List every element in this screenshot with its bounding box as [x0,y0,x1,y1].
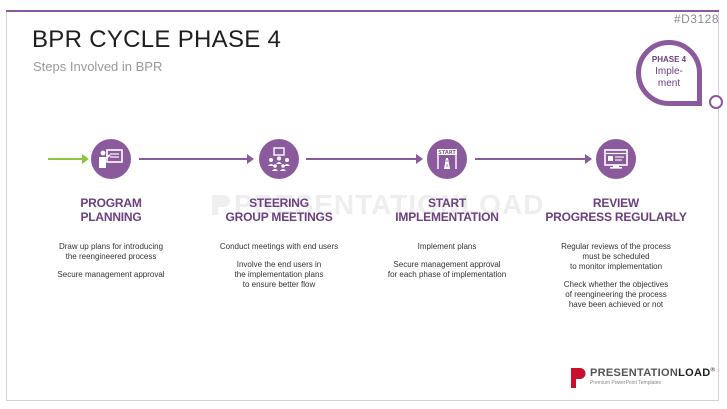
connector-arrowhead-1 [247,154,254,164]
logo-registered: ® [710,367,716,374]
step-3-description: Implement plans Secure management approv… [357,242,537,288]
step-4-description: Regular reviews of the process must be s… [526,242,706,318]
connector-line-1 [139,158,247,160]
phase-badge: PHASE 4 Imple- ment [636,40,702,106]
start-sign-text: START [438,150,456,156]
logo-name-bold: LOAD [678,367,711,379]
step-3-circle: START [427,139,467,179]
planning-board-icon [99,149,123,168]
step-3-title: START IMPLEMENTATION [395,196,499,224]
step-4-desc-2: Check whether the objectives of reengine… [563,280,669,309]
step-4-title: REVIEW PROGRESS REGULARLY [545,196,687,224]
logo-name-light: PRESENTATION [590,367,679,379]
step-4-circle [596,139,636,179]
logo-mark-icon [571,368,586,388]
step-2-circle [259,139,299,179]
step-2-title: STEERING GROUP MEETINGS [225,196,333,224]
watermark-text: PRESENTATIONLOAD [234,189,545,220]
connector-line-3 [475,158,585,160]
step-1-title: PROGRAM PLANNING [80,196,142,224]
presentationload-logo: PRESENTATIONLOAD® Premium PowerPoint Tem… [570,365,715,389]
lead-in-line [48,158,82,160]
page-subtitle: Steps Involved in BPR [33,59,163,74]
watermark-logo-icon [212,195,230,215]
step-3-desc-2: Secure management approval for each phas… [387,260,507,279]
group-meeting-icon [268,147,290,171]
logo-tagline: Premium PowerPoint Templates [590,380,662,386]
page-title: BPR CYCLE PHASE 4 [32,26,282,53]
lead-in-arrowhead [82,154,89,164]
step-4-desc-1: Regular reviews of the process must be s… [561,242,671,271]
connector-arrowhead-2 [416,154,423,164]
step-2-desc-2: Involve the end users in the implementat… [234,260,324,289]
phase-badge-text: Imple- ment [655,66,683,89]
frame-accent-line [6,10,719,12]
phase-badge-label: PHASE 4 [651,55,687,64]
step-1-circle [91,139,131,179]
step-1-description: Draw up plans for introducing the reengi… [21,242,201,288]
connector-arrowhead-3 [585,154,592,164]
logo-name: PRESENTATIONLOAD® [590,367,715,379]
connector-line-2 [306,158,416,160]
page-code: #D3128 [673,12,719,26]
step-2-description: Conduct meetings with end users Involve … [189,242,369,298]
badge-tail [709,95,723,109]
step-1-desc-2: Secure management approval [57,270,165,279]
step-3-desc-1: Implement plans [417,242,477,251]
start-road-icon: START [437,149,457,169]
step-1-desc-1: Draw up plans for introducing the reengi… [58,242,164,261]
review-browser-icon [604,149,628,169]
step-2-desc-1: Conduct meetings with end users [219,242,339,251]
